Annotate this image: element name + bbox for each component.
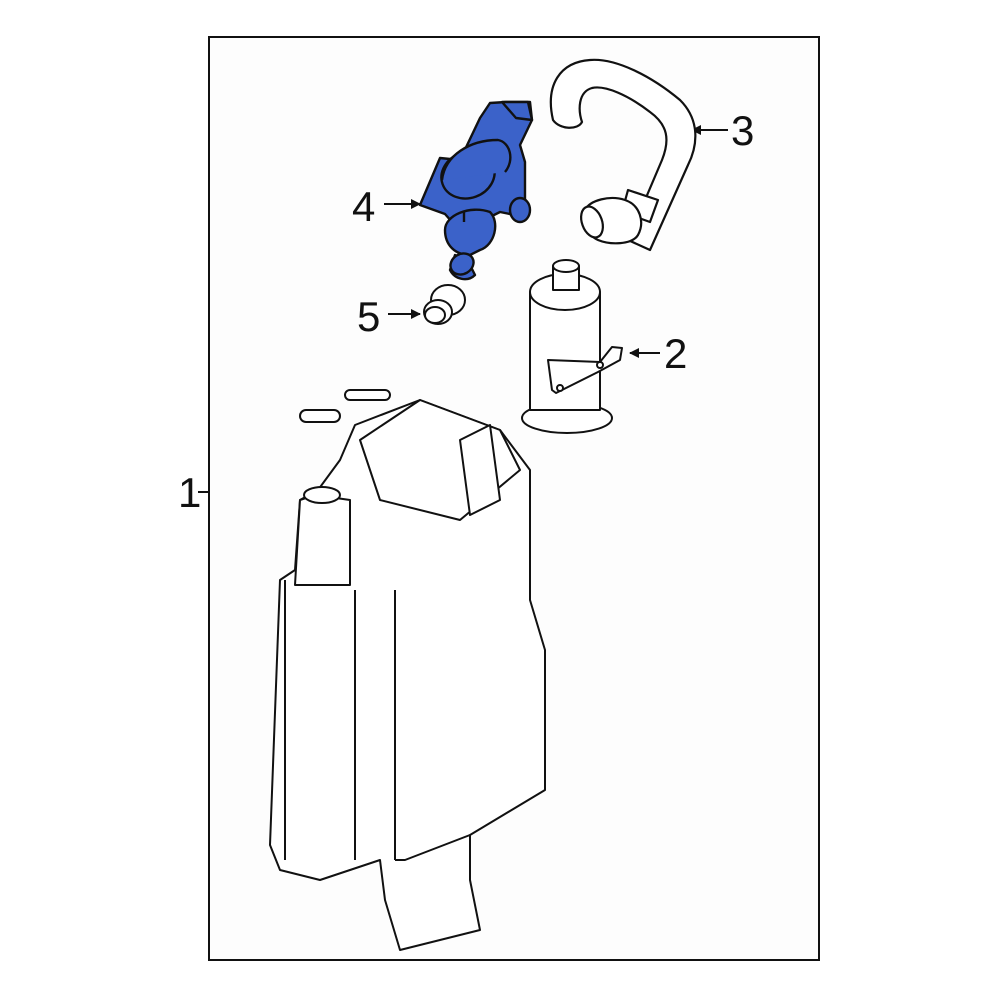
- valve-part-4[interactable]: [418, 100, 534, 281]
- hose-part-3[interactable]: [549, 58, 697, 252]
- callout-3: 3: [731, 107, 755, 154]
- canister-part-1[interactable]: [269, 389, 546, 951]
- callout-4: 4: [352, 183, 376, 230]
- seal-part-5[interactable]: [423, 284, 466, 325]
- callout-5: 5: [357, 293, 381, 340]
- filter-part-2[interactable]: [521, 259, 623, 434]
- leader-lines: [198, 125, 728, 493]
- callout-2: 2: [664, 330, 688, 377]
- callout-1: 1: [178, 469, 202, 516]
